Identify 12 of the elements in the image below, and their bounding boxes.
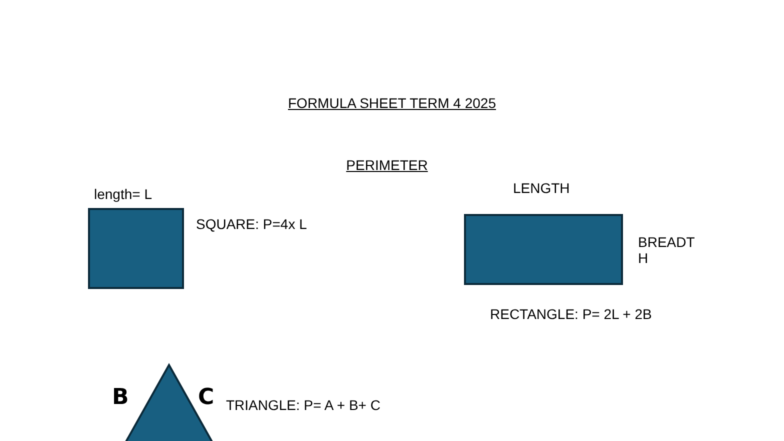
rectangle-shape [464, 214, 623, 285]
dimension-label: BREADTH [638, 234, 696, 266]
formula: RECTANGLE: P= 2L + 2B [490, 306, 652, 322]
formula: SQUARE: P=4x L [196, 216, 307, 232]
section-heading: PERIMETER [346, 157, 428, 173]
dimension-label: LENGTH [513, 180, 570, 196]
side-label: C [198, 386, 214, 410]
dimension-label: length= L [94, 186, 152, 202]
title: FORMULA SHEET TERM 4 2025 [288, 95, 496, 111]
formula: TRIANGLE: P= A + B+ C [226, 397, 380, 413]
side-label: B [112, 386, 129, 410]
square-shape [88, 208, 184, 289]
